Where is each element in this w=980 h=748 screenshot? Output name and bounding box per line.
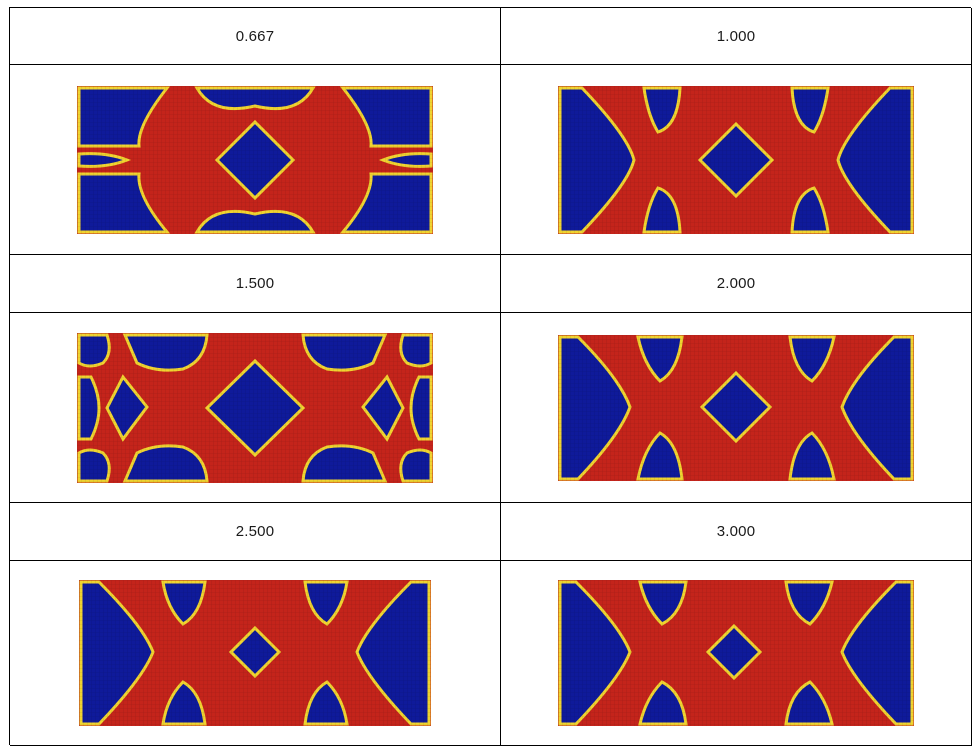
topology-image-2000 (558, 334, 914, 481)
topology-image-2500 (79, 580, 431, 726)
header-cell-0667: 0.667 (10, 8, 501, 65)
topology-image-1500 (77, 332, 433, 483)
topology-cell-1000 (501, 65, 972, 255)
ratio-label: 0.667 (235, 27, 275, 45)
topology-image-0667 (77, 85, 433, 234)
header-cell-1000: 1.000 (501, 8, 972, 65)
ratio-label: 2.000 (716, 275, 756, 292)
header-cell-1500: 1.500 (10, 255, 501, 313)
ratio-label: 3.000 (716, 523, 756, 540)
ratio-label: 1.000 (716, 27, 756, 45)
ratio-label: 2.500 (235, 523, 275, 540)
topology-image-3000 (558, 580, 914, 726)
results-table: 0.667 1.000 (9, 7, 972, 746)
topology-cell-1500 (10, 313, 501, 503)
topology-cell-3000 (501, 561, 972, 746)
topology-cell-0667 (10, 65, 501, 255)
topology-cell-2000 (501, 313, 972, 503)
topology-cell-2500 (10, 561, 501, 746)
ratio-label: 1.500 (235, 275, 275, 292)
header-cell-2500: 2.500 (10, 503, 501, 561)
header-cell-2000: 2.000 (501, 255, 972, 313)
topology-image-1000 (558, 85, 914, 234)
header-cell-3000: 3.000 (501, 503, 972, 561)
